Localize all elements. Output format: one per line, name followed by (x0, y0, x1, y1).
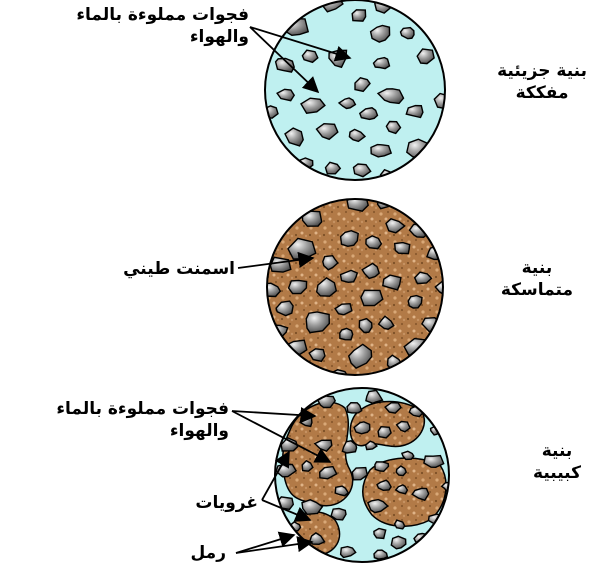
loose-structure-line1: بنية جزيئية (497, 60, 587, 82)
pores-label-line2: والهواء (76, 26, 249, 48)
granular-structure-line2: كبيبية (533, 462, 581, 484)
stone-particle (395, 243, 410, 254)
stone-particle (352, 10, 365, 21)
sand-label: رمل (191, 542, 227, 564)
cohesive-structure-label: بنية متماسكة (501, 257, 573, 301)
pores2-label: فجوات مملوءة بالماء والهواء (56, 398, 229, 442)
stone-particle (408, 296, 422, 308)
cohesive-structure-line1: بنية (501, 257, 573, 279)
cohesive-structure-circle (263, 195, 450, 382)
stone-particle (347, 195, 368, 211)
stone-particle (270, 257, 290, 272)
granular-structure-circle (275, 388, 454, 562)
pores-label: فجوات مملوءة بالماء والهواء (76, 4, 249, 48)
colloids-label: غرويات (195, 492, 258, 514)
stone-particle (302, 50, 317, 62)
pores2-label-line1: فجوات مملوءة بالماء (56, 398, 229, 420)
granular-structure-label: بنية كبيبية (533, 440, 581, 484)
loose-structure-label: بنية جزيئية مفككة (497, 60, 587, 104)
granular-structure-line1: بنية (533, 440, 581, 462)
stone-particle (347, 403, 362, 413)
cohesive-structure-line2: متماسكة (501, 279, 573, 301)
stone-particle (340, 328, 353, 339)
stone-particle (298, 158, 313, 169)
pores2-label-line2: والهواء (56, 420, 229, 442)
arrow-sand-2 (236, 542, 312, 553)
stone-particle (371, 145, 391, 157)
clay-cement-label: اسمنت طيني (123, 258, 235, 280)
stone-particle (374, 529, 386, 539)
pores-label-line1: فجوات مملوءة بالماء (76, 4, 249, 26)
loose-structure-circle (263, 0, 453, 183)
arrow-sand-1 (236, 535, 294, 553)
loose-structure-line2: مفككة (497, 82, 587, 104)
